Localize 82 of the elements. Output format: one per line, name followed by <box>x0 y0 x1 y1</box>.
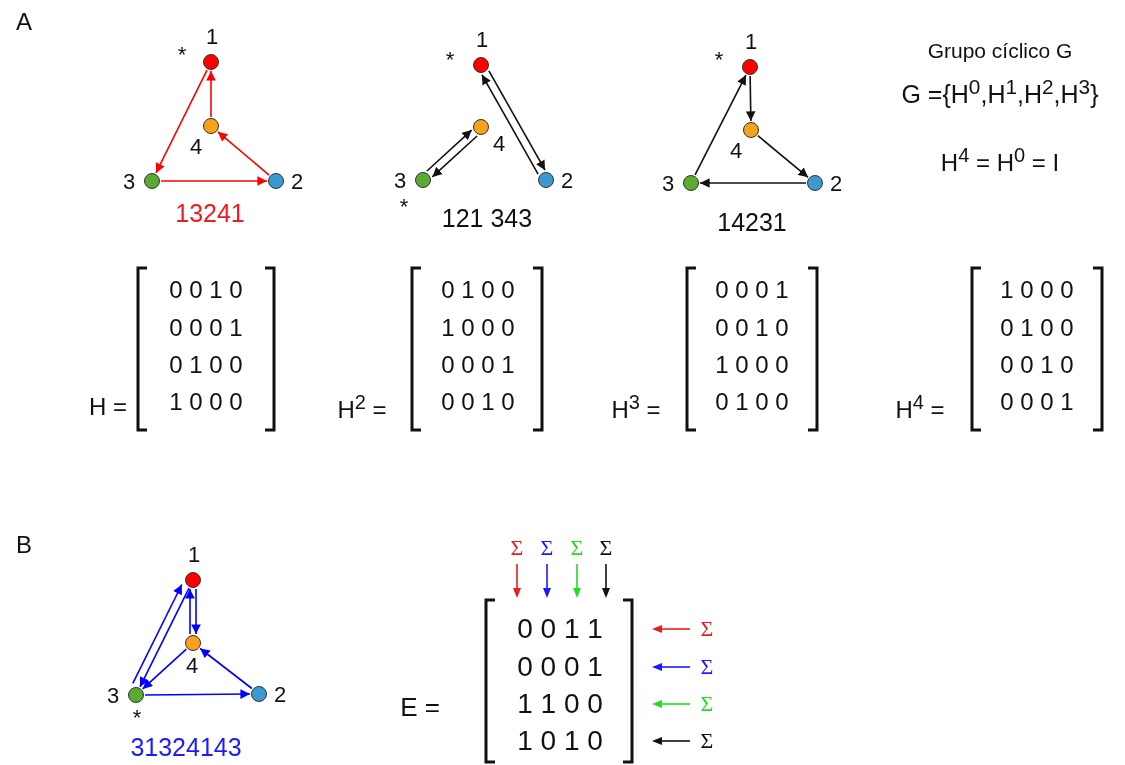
matrix-row: 1 0 0 0 <box>1000 278 1074 302</box>
vertex-number: 2 <box>290 171 304 193</box>
sequence-label: 31324143 <box>130 734 242 760</box>
panel-letter: A <box>16 10 32 34</box>
sum-symbol: Σ <box>700 730 714 752</box>
arrow <box>217 131 270 176</box>
vertex-number: 1 <box>744 31 758 53</box>
arrow <box>160 176 268 186</box>
vertex-number: 2 <box>560 170 574 192</box>
arrow <box>185 588 195 635</box>
arrow <box>191 588 201 635</box>
sum-symbol: Σ <box>599 537 613 559</box>
matrix-row: 1 0 0 0 <box>169 390 243 414</box>
sequence-label: 121 343 <box>441 205 533 231</box>
arrow <box>155 69 208 174</box>
matrix-name: H$^{2}$ = <box>337 392 387 422</box>
start-asterisk: * <box>714 49 724 71</box>
sequence-label: 13241 <box>175 200 245 226</box>
vertex-number: 1 <box>475 29 489 51</box>
matrix-row: 0 0 0 1 <box>441 353 515 377</box>
arrow <box>694 74 747 176</box>
arrow <box>426 129 473 172</box>
identity-formula: H$^{4}$ = H$^{0}$ = I <box>940 145 1060 175</box>
matrix-row: 0 0 1 1 <box>517 615 603 643</box>
vertex-number: 1 <box>205 26 219 48</box>
arrow <box>699 178 807 188</box>
start-asterisk: * <box>445 49 455 71</box>
arrow <box>488 70 546 171</box>
matrix-name: H = <box>89 395 127 419</box>
vertex-number: 3 <box>661 173 675 195</box>
vertex-number: 3 <box>122 171 136 193</box>
panel-letter: B <box>16 533 32 557</box>
matrix-row: 0 0 0 1 <box>715 278 789 302</box>
matrix-row: 0 1 0 0 <box>169 353 243 377</box>
arrow <box>431 135 478 178</box>
arrow <box>144 689 251 699</box>
arrow <box>199 647 253 690</box>
vertex-number: 3 <box>393 170 407 192</box>
vertex-number: 1 <box>187 544 201 566</box>
sum-symbol: Σ <box>700 656 714 678</box>
vertex-number: 4 <box>185 655 199 677</box>
matrix-row: 0 0 0 1 <box>169 316 243 340</box>
vertex-number: 4 <box>492 133 506 155</box>
start-asterisk: * <box>399 196 409 218</box>
matrix-row: 0 0 1 0 <box>441 390 515 414</box>
arrow <box>139 587 190 688</box>
sum-symbol: Σ <box>700 618 714 640</box>
arrow <box>132 583 183 685</box>
matrix-row: 1 0 1 0 <box>517 727 603 755</box>
sum-symbol: Σ <box>570 537 584 559</box>
vertex-number: 3 <box>106 685 120 707</box>
arrow <box>745 75 756 122</box>
matrix-row: 1 1 0 0 <box>517 690 603 718</box>
matrix-row: 1 0 0 0 <box>441 316 515 340</box>
matrix-name: H$^{4}$ = <box>895 392 945 422</box>
vertex-number: 2 <box>829 173 843 195</box>
matrix-row: 0 0 1 0 <box>715 316 789 340</box>
arrow <box>141 648 188 690</box>
arrow <box>206 70 216 118</box>
vertex-number: 4 <box>189 136 203 158</box>
group-title: Grupo cíclico G <box>927 39 1073 61</box>
matrix-row: 1 0 0 0 <box>715 353 789 377</box>
sequence-label: 14231 <box>717 209 787 235</box>
matrix-row: 0 0 1 0 <box>169 278 243 302</box>
arrow <box>481 74 539 175</box>
arrow <box>757 134 809 179</box>
matrix-row: 0 1 0 0 <box>441 278 515 302</box>
set-formula: G ={H$^{0}$,H$^{1}$,H$^{2}$,H$^{3}$} <box>901 76 1099 108</box>
matrix-name: H$^{3}$ = <box>611 392 661 422</box>
matrix-row: 0 1 0 0 <box>715 390 789 414</box>
start-asterisk: * <box>132 707 142 729</box>
matrix-row: 0 0 0 1 <box>1000 390 1074 414</box>
vertex-number: 2 <box>273 684 287 706</box>
sum-symbol: Σ <box>700 693 714 715</box>
start-asterisk: * <box>177 44 187 66</box>
sum-symbol: Σ <box>510 537 524 559</box>
sum-symbol: Σ <box>540 537 554 559</box>
matrix-name: E = <box>400 694 440 720</box>
vertex-number: 4 <box>729 140 743 162</box>
matrix-row: 0 1 0 0 <box>1000 316 1074 340</box>
matrix-row: 0 0 0 1 <box>517 653 603 681</box>
matrix-row: 0 0 1 0 <box>1000 353 1074 377</box>
